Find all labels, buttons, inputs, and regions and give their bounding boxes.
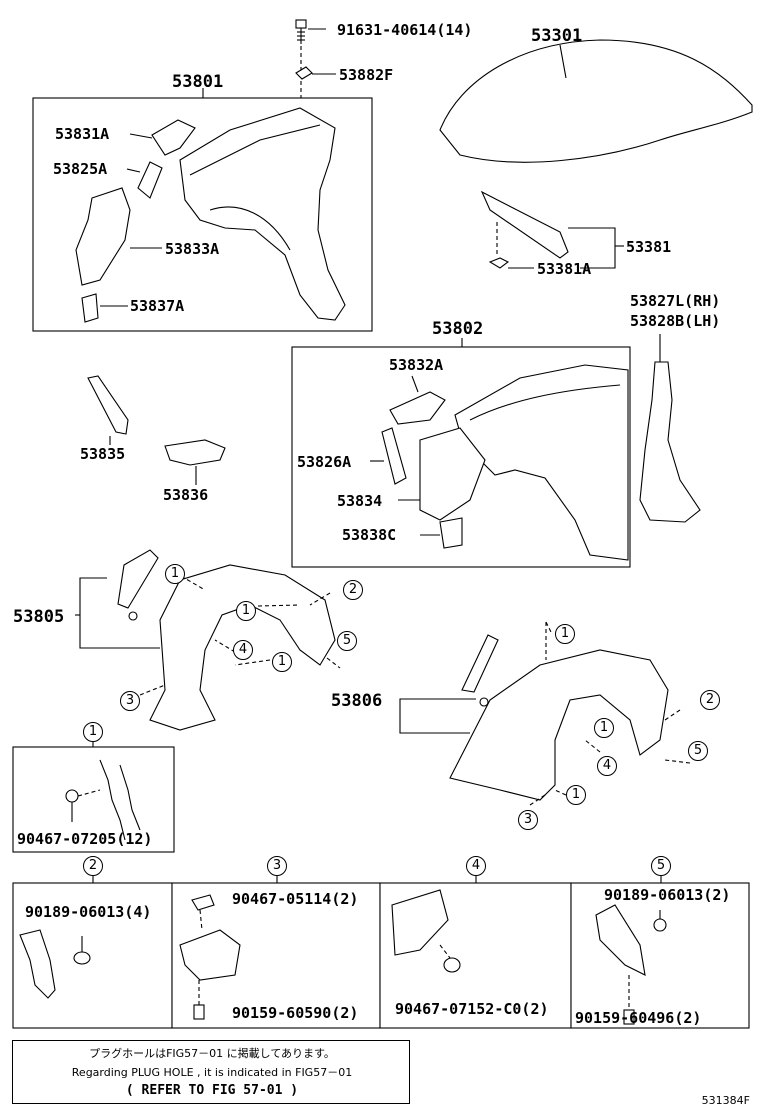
detail-2-drawing	[19, 929, 91, 999]
part-label-90189-06013-2: 90189-06013(2)	[604, 886, 731, 904]
callout-1-liner2-a: 1	[555, 624, 575, 644]
bolt-91631-drawing	[295, 19, 336, 120]
protector-53827l-drawing	[639, 334, 701, 523]
seal-53837a-drawing	[81, 293, 128, 323]
part-label-53836: 53836	[163, 486, 209, 504]
callout-4-liner2: 4	[597, 756, 617, 776]
bracket-53835-drawing	[87, 375, 129, 445]
plug-hole-note: プラグホールはFIG57－01 に掲載してあります。 Regarding PLU…	[12, 1040, 410, 1104]
part-label-53381a: 53381A	[537, 260, 592, 278]
hood-53301-drawing	[439, 39, 753, 163]
part-label-53832a: 53832A	[389, 356, 444, 374]
detail-header-3: 3	[267, 856, 287, 876]
detail-4-drawing	[391, 889, 461, 973]
callout-3-liner: 3	[120, 691, 140, 711]
seal-53826a-drawing	[370, 427, 407, 485]
note-line-japanese: プラグホールはFIG57－01 に掲載してあります。	[89, 1047, 335, 1060]
part-label-53827l-rh: 53827L(RH)	[630, 292, 721, 310]
figure-code: 531384F	[701, 1094, 750, 1107]
part-label-53882f: 53882F	[339, 66, 394, 84]
part-label-90467-07205: 90467-07205(12)	[17, 830, 153, 848]
callout-1-liner2-c: 1	[566, 785, 586, 805]
detail-header-1: 1	[83, 722, 103, 742]
part-label-53835: 53835	[80, 445, 126, 463]
callout-3-liner2: 3	[518, 810, 538, 830]
bracket-53825a-drawing	[126, 161, 163, 199]
part-label-53381: 53381	[626, 238, 672, 256]
fender-liner-53805-drawing	[75, 549, 341, 731]
part-label-90467-05114: 90467-05114(2)	[232, 890, 359, 908]
callout-1-liner-b: 1	[236, 601, 256, 621]
callout-1-liner-a: 1	[165, 564, 185, 584]
callout-2-liner: 2	[343, 580, 363, 600]
part-label-53805: 53805	[13, 607, 65, 627]
seal-53833a-drawing	[75, 187, 162, 286]
fender-liner-53806-drawing	[399, 621, 691, 806]
part-label-91631-40614: 91631-40614(14)	[337, 21, 473, 39]
fender-53801-drawing	[179, 107, 346, 321]
part-label-90467-07152-c0: 90467-07152-C0(2)	[395, 1000, 549, 1018]
part-label-53825a: 53825A	[53, 160, 108, 178]
callout-5-liner: 5	[337, 631, 357, 651]
part-label-90189-06013-4: 90189-06013(4)	[25, 903, 152, 921]
detail-header-2: 2	[83, 856, 103, 876]
bracket-53836-drawing	[164, 439, 226, 485]
detail-header-4: 4	[466, 856, 486, 876]
part-label-90159-60590: 90159-60590(2)	[232, 1004, 359, 1022]
seal-53834-drawing	[398, 427, 486, 521]
part-label-90159-60496: 90159-60496(2)	[575, 1009, 702, 1027]
seal-53838c-drawing	[420, 517, 463, 549]
part-label-53802: 53802	[432, 319, 484, 339]
part-label-53801: 53801	[172, 72, 224, 92]
callout-4-liner: 4	[233, 640, 253, 660]
note-line-reference: ( REFER TO FIG 57-01 )	[125, 1083, 299, 1098]
detail-3-drawing	[179, 894, 241, 1020]
callout-2-liner2: 2	[700, 690, 720, 710]
part-label-53806: 53806	[331, 691, 383, 711]
part-label-53831a: 53831A	[55, 125, 110, 143]
callout-1-liner-c: 1	[272, 652, 292, 672]
part-label-53837a: 53837A	[130, 297, 185, 315]
hood-stay-53381-drawing	[480, 190, 624, 269]
note-line-english: Regarding PLUG HOLE , it is indicated in…	[71, 1066, 353, 1079]
bracket-53831a-drawing	[129, 119, 196, 156]
bracket-53832a-drawing	[389, 375, 446, 425]
part-label-53828b-lh: 53828B(LH)	[630, 312, 721, 330]
part-label-53826a: 53826A	[297, 453, 352, 471]
part-label-53301: 53301	[531, 26, 583, 46]
part-label-53833a: 53833A	[165, 240, 220, 258]
detail-1-drawing	[65, 759, 141, 841]
part-label-53834: 53834	[337, 492, 383, 510]
part-label-53838c: 53838C	[342, 526, 397, 544]
detail-5-drawing	[595, 904, 667, 1025]
detail-header-5: 5	[651, 856, 671, 876]
callout-5-liner2: 5	[688, 741, 708, 761]
callout-1-liner2-b: 1	[594, 718, 614, 738]
